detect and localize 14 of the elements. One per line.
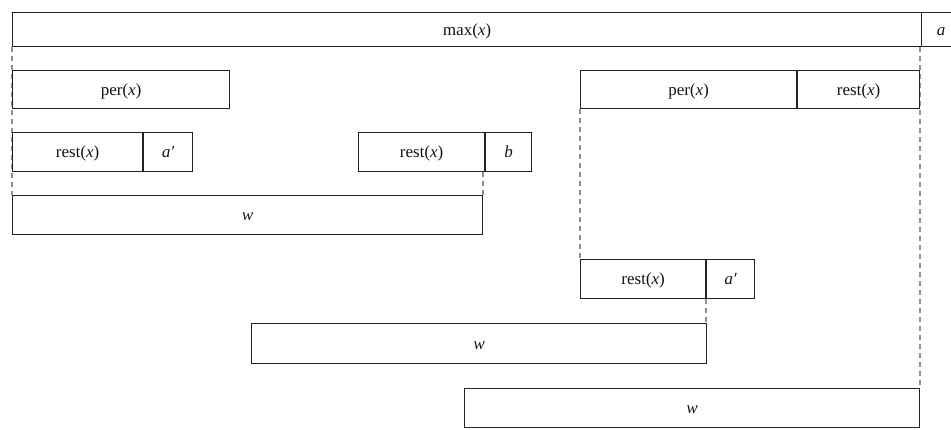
string-segment: rest(x) [797, 70, 920, 109]
string-segment: rest(x) [580, 259, 706, 299]
string-segment: rest(x) [12, 132, 143, 172]
string-segment: w [464, 388, 920, 428]
string-segment: w [251, 323, 707, 364]
string-segment: rest(x) [358, 132, 485, 172]
string-segment: a [921, 12, 951, 47]
string-segment: w [12, 195, 483, 235]
string-segment: max(x) [12, 12, 922, 47]
string-segment: a′ [706, 259, 755, 299]
string-segment: b [485, 132, 532, 172]
string-segment: per(x) [580, 70, 797, 109]
string-segment: per(x) [12, 70, 230, 109]
string-segment: a′ [143, 132, 193, 172]
